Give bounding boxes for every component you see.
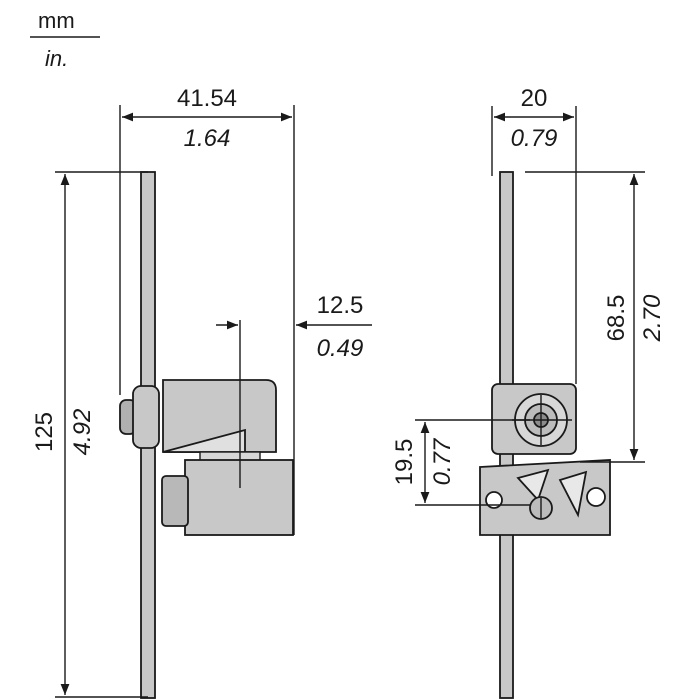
- plunger-head: [132, 385, 160, 449]
- dim-depth-in: 0.79: [511, 125, 558, 152]
- dim-offset-mm: 12.5: [317, 292, 364, 319]
- front-view-dimensions: 41.54 1.64 125 4.92 12.5 0.49: [31, 85, 372, 698]
- dim-width-mm: 41.54: [177, 85, 237, 112]
- bracket-cutout: [558, 470, 588, 518]
- side-view: [479, 171, 611, 699]
- lower-body: [184, 459, 294, 536]
- dim-offset-in: 0.49: [317, 335, 364, 362]
- bracket-cutout: [516, 468, 550, 502]
- unit-primary-label: mm: [38, 8, 75, 33]
- mounting-hole-left: [485, 491, 503, 509]
- dim-depth-mm: 20: [521, 85, 548, 112]
- mounting-hole-right: [586, 487, 606, 507]
- lower-body-cap: [161, 475, 189, 527]
- dim-height-in: 4.92: [69, 409, 96, 456]
- dim-shaft-spacing-mm: 19.5: [391, 439, 418, 486]
- unit-legend: mm in.: [30, 8, 100, 71]
- dim-shaft-spacing-in: 0.77: [429, 437, 456, 485]
- dim-top-to-body-mm: 68.5: [603, 295, 630, 342]
- dim-top-to-body-in: 2.70: [639, 294, 666, 342]
- front-view: [119, 171, 294, 699]
- upper-block: [162, 379, 277, 453]
- unit-secondary-label: in.: [45, 46, 68, 71]
- side-view-dimensions: 20 0.79 68.5 2.70 19.5 0.77: [391, 85, 666, 506]
- dim-width-in: 1.64: [184, 125, 231, 152]
- dim-height-mm: 125: [31, 412, 58, 452]
